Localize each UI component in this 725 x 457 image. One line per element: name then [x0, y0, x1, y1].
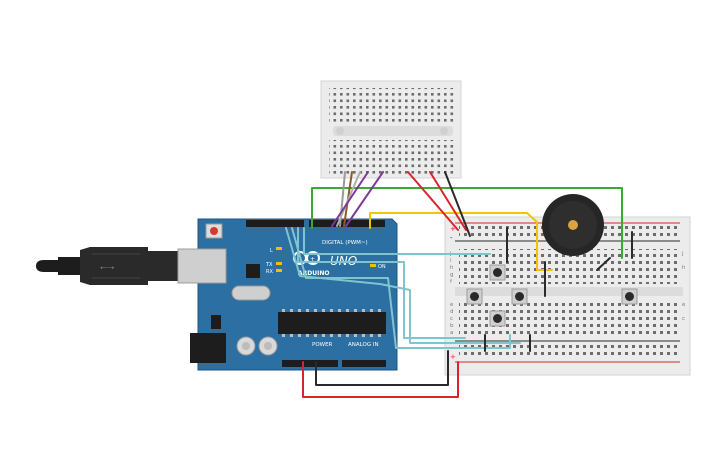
wire-cyan[interactable]	[303, 227, 491, 255]
arduino-uno-board[interactable]: DIGITAL (PWM~) POWER ANALOG IN L TX RX O…	[177, 218, 398, 371]
wire-green[interactable]	[311, 187, 623, 259]
row-letter: d	[450, 309, 454, 315]
row-letter: b	[450, 323, 454, 329]
led-l-label: L	[270, 248, 273, 254]
piezo-buzzer[interactable]	[542, 194, 604, 256]
led-on	[370, 264, 376, 267]
row-letter: a	[450, 330, 453, 336]
row-letter: h	[450, 265, 454, 271]
row-letter: c	[682, 316, 685, 322]
digital-header-label: DIGITAL (PWM~)	[322, 240, 368, 246]
row-letter: g	[450, 272, 454, 278]
wire-cyan[interactable]	[291, 227, 511, 349]
svg-text:+: +	[310, 256, 315, 263]
wire-red[interactable]	[429, 171, 467, 231]
wire-red[interactable]	[302, 361, 459, 398]
wire-yellow[interactable]	[369, 212, 553, 271]
pushbutton[interactable]	[466, 288, 483, 305]
row-letter: f	[450, 279, 453, 285]
row-letter: e	[682, 302, 686, 308]
mini-breadboard[interactable]	[320, 80, 462, 179]
row-letter: c	[450, 316, 453, 322]
led-l	[276, 247, 282, 250]
wire-purple[interactable]	[331, 171, 369, 227]
analog-header-label: ANALOG IN	[348, 342, 379, 348]
pushbutton[interactable]	[489, 264, 506, 281]
pushbutton[interactable]	[511, 288, 528, 305]
brand-label: ARDUINO	[298, 270, 329, 277]
row-letter: e	[450, 302, 454, 308]
led-tx-label: TX	[265, 262, 273, 268]
row-letter: i	[450, 258, 452, 264]
led-rx	[276, 269, 282, 272]
row-letter: j	[681, 251, 684, 257]
row-letter: h	[682, 265, 686, 271]
wire-red[interactable]	[407, 171, 459, 231]
wire-gray[interactable]	[336, 171, 361, 227]
rail-minus-label: -	[450, 234, 453, 242]
led-tx	[276, 262, 282, 265]
wire-cyan[interactable]	[285, 227, 521, 344]
rail-plus-label-bottom: +	[450, 353, 456, 361]
reset-button[interactable]	[210, 227, 218, 235]
wire-purple[interactable]	[345, 171, 384, 227]
usb-icon: ⭠⭢	[100, 263, 114, 273]
led-on-label: ON	[378, 264, 386, 270]
led-rx-label: RX	[266, 269, 273, 275]
pushbutton[interactable]	[621, 288, 638, 305]
wire-black[interactable]	[315, 350, 449, 386]
wire-black[interactable]	[444, 171, 471, 237]
wire-black[interactable]	[596, 257, 611, 271]
power-header-label: POWER	[312, 342, 333, 348]
pushbutton[interactable]	[489, 310, 506, 327]
rail-plus-label: +	[450, 225, 456, 233]
